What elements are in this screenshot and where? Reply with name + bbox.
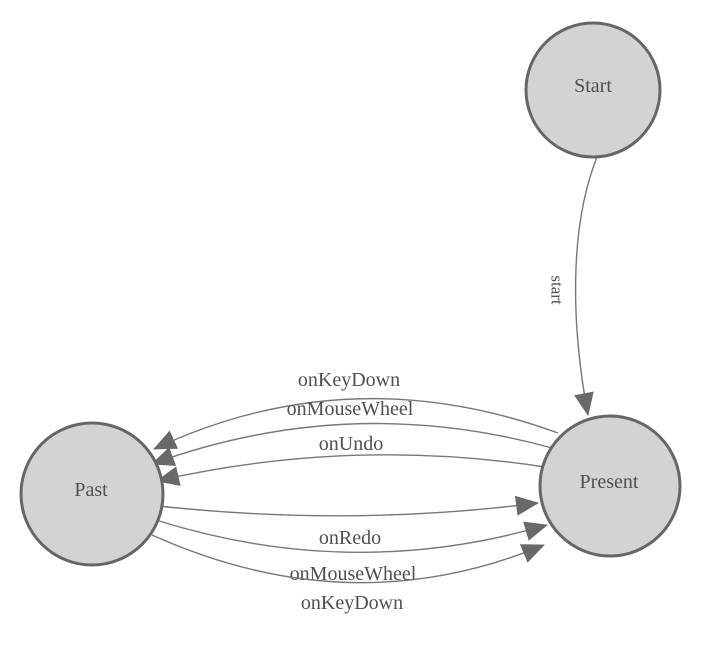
node-start-label: Start — [574, 75, 612, 97]
node-present-label: Present — [580, 471, 639, 493]
node-present[interactable]: Present — [538, 414, 682, 558]
node-past[interactable]: Past — [19, 421, 165, 567]
edge-past-to-present-onredo[interactable] — [157, 495, 539, 517]
edge-label-onkeydown-bottom: onKeyDown — [301, 592, 403, 614]
node-start-circle[interactable] — [524, 21, 662, 159]
edge-label-onredo: onRedo — [319, 527, 381, 549]
edge-present-to-past-onkeydown[interactable] — [153, 398, 559, 450]
edge-label-onmousewheel-bottom: onMouseWheel — [290, 563, 417, 585]
node-past-label: Past — [74, 479, 108, 501]
edge-past-to-present-onkeydown[interactable] — [151, 534, 545, 584]
edges-layer: start onKeyDown onMouseWheel onUndo onRe… — [151, 156, 598, 614]
node-past-circle[interactable] — [19, 421, 165, 567]
edge-present-to-past-onundo[interactable] — [156, 454, 546, 486]
edge-label-onkeydown-top: onKeyDown — [298, 369, 400, 391]
edge-label-onundo: onUndo — [319, 433, 383, 455]
node-start[interactable]: Start — [524, 21, 662, 159]
edge-label-start: start — [548, 275, 567, 305]
edge-start-to-present[interactable] — [574, 156, 598, 416]
edge-past-to-present-onmousewheel[interactable] — [155, 519, 548, 554]
node-present-circle[interactable] — [538, 414, 682, 558]
edge-label-onmousewheel-top: onMouseWheel — [287, 398, 414, 420]
nodes-layer: Start Present Past — [19, 21, 682, 567]
edge-present-to-past-onmousewheel[interactable] — [151, 422, 553, 466]
